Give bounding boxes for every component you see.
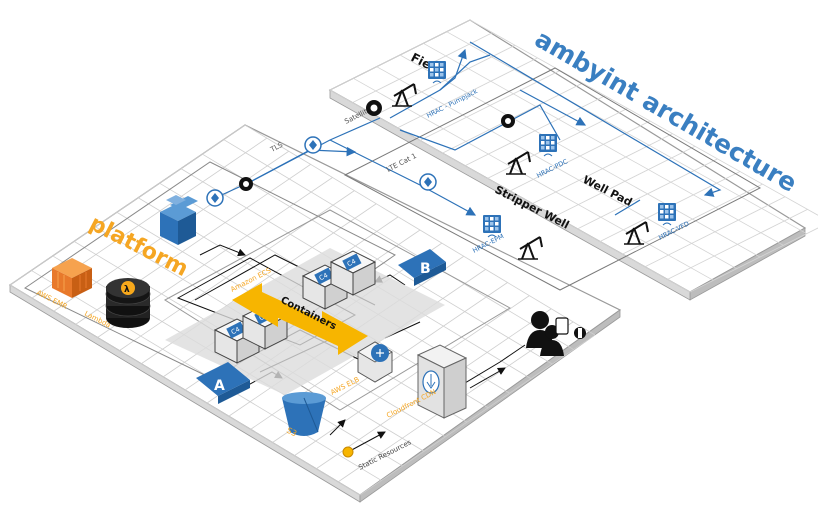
message-queue-icon [160, 195, 198, 245]
container-label: C4 [318, 271, 329, 282]
gateway-icon [206, 189, 224, 207]
svg-text:λ: λ [124, 285, 130, 295]
lte-gateway-icon [419, 173, 437, 191]
hrac-device-icon [428, 61, 446, 84]
container-cube: C4 [329, 250, 377, 296]
zone-b-letter: B [420, 261, 431, 277]
hrac-device-icon [539, 134, 557, 157]
zone-b-badge: B [398, 249, 446, 286]
lambda-icon: λ [105, 278, 151, 328]
hrac-device-icon [658, 203, 676, 226]
container-label: C4 [230, 325, 241, 336]
field-node-icon [501, 114, 515, 128]
users-icon [526, 311, 586, 356]
encryption-node-icon [239, 177, 253, 191]
web-server-icon [416, 344, 468, 419]
telemetry-links [214, 41, 722, 216]
link-lte-label: LTE Cat 1 [385, 152, 418, 174]
aws-elb-icon [357, 341, 393, 383]
pumpjack-icon [392, 83, 417, 107]
cloudfront-node-icon [342, 446, 354, 458]
field-slab [328, 19, 818, 301]
pumpjack-icon [518, 236, 543, 260]
satellite-node-icon [366, 100, 382, 116]
pumpjack-icon [624, 221, 649, 245]
containers-arrow [232, 283, 368, 355]
platform-zone-outline [24, 161, 396, 381]
s3-label: S3 [285, 426, 298, 439]
well-zone-outline [343, 67, 762, 291]
s3-bucket-icon [282, 392, 326, 436]
zone-a-badge: A [196, 362, 250, 404]
hrac-device-icon [483, 215, 501, 238]
container-label: C4 [346, 257, 357, 268]
zone-a-letter: A [214, 378, 225, 394]
aws-emr-icon [52, 258, 92, 298]
satellite-gateway-icon [304, 136, 322, 154]
pumpjack-icon [506, 151, 531, 175]
